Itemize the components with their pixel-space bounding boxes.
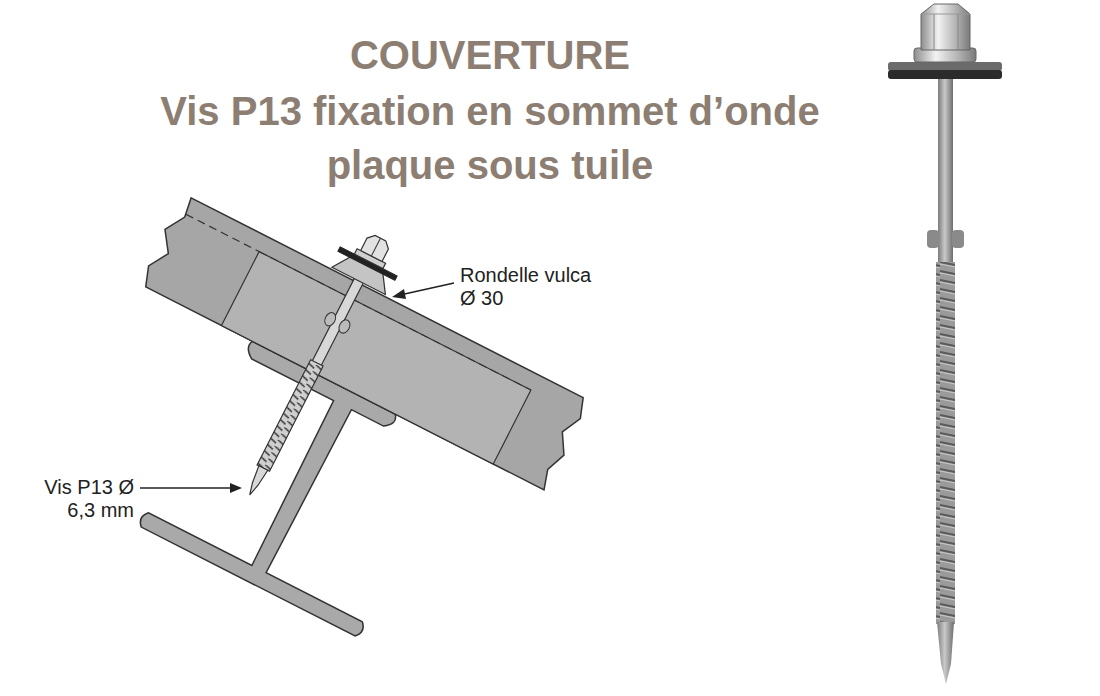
roof-plate	[138, 194, 591, 491]
part-label: Rondelle vulca Ø 30	[460, 264, 610, 310]
part-label: Vis P13 Ø 6,3 mm	[22, 476, 134, 522]
page-subtitle: Vis P13 fixation en sommet d’onde plaque…	[140, 84, 840, 192]
leader-line	[392, 283, 454, 299]
leader-line	[140, 483, 242, 493]
screw-photo	[888, 4, 1002, 684]
page-title: COUVERTURE	[140, 31, 840, 79]
screw-section	[221, 224, 409, 510]
roof-section	[40, 149, 614, 683]
